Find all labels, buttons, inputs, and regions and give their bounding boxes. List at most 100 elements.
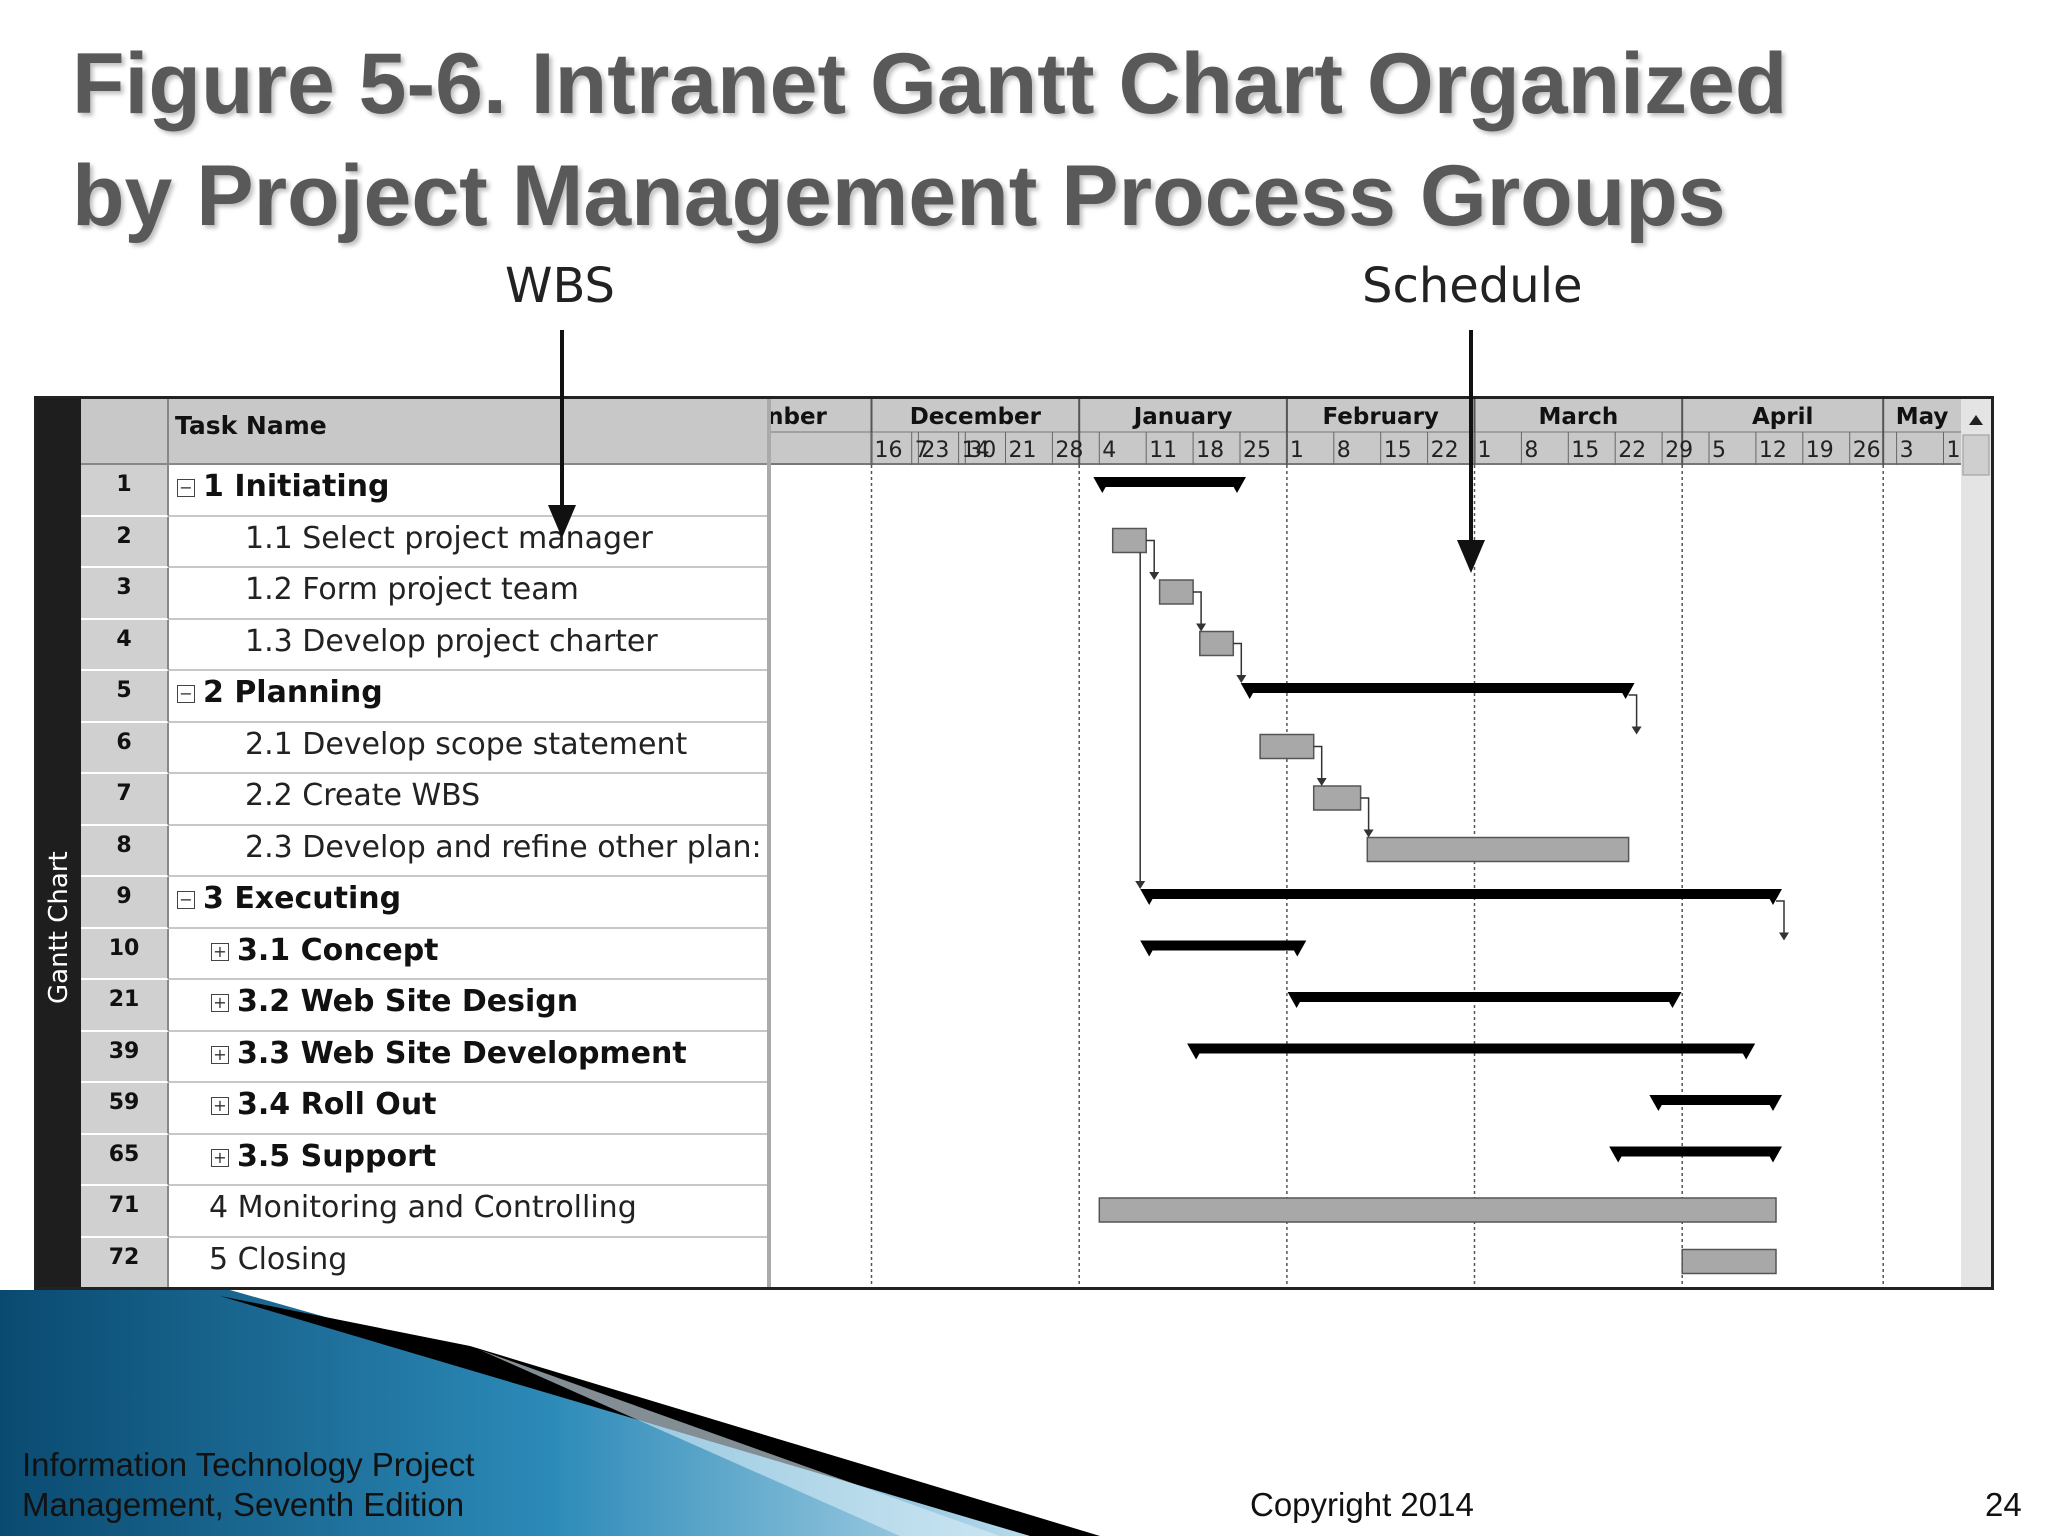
task-name[interactable]: −1 Initiating: [169, 465, 767, 517]
task-row[interactable]: 10+3.1 Concept: [81, 928, 767, 980]
task-name-label: 2 Planning: [203, 675, 383, 710]
dependency-line: [1776, 900, 1785, 939]
expand-icon[interactable]: +: [211, 994, 229, 1012]
task-name[interactable]: +3.4 Roll Out: [169, 1083, 767, 1135]
task-bar: [1098, 1197, 1777, 1223]
task-name[interactable]: 5 Closing: [169, 1238, 767, 1288]
dependency-arrowhead: [1631, 726, 1642, 735]
task-name-label: 2.2 Create WBS: [245, 778, 481, 813]
task-name[interactable]: 1.1 Select project manager: [169, 517, 767, 568]
summary-bar: [1293, 992, 1676, 1002]
week-tick-label: 29: [1665, 438, 1693, 463]
task-name[interactable]: +3.2 Web Site Design: [169, 980, 767, 1032]
summary-bar: [1146, 940, 1301, 951]
task-name-label: 3.5 Support: [237, 1138, 437, 1174]
summary-bar-end-cap: [1764, 889, 1782, 905]
week-tick-label: 11: [1149, 438, 1177, 463]
summary-bar: [1655, 1095, 1776, 1105]
vertical-scrollbar: [1961, 399, 1991, 1287]
callout-wbs: WBS: [505, 258, 616, 314]
task-row[interactable]: 1−1 Initiating: [81, 465, 767, 517]
summary-bar-start-cap: [1187, 1043, 1206, 1060]
task-row[interactable]: 21+3.2 Web Site Design: [81, 980, 767, 1032]
week-tick-label: 19: [1806, 438, 1834, 463]
task-name[interactable]: −2 Planning: [169, 671, 767, 723]
week-tick-label: 23: [921, 438, 949, 463]
task-row[interactable]: 65+3.5 Support: [81, 1134, 767, 1186]
week-tick-label: 18: [1196, 438, 1224, 463]
task-row[interactable]: 59+3.4 Roll Out: [81, 1083, 767, 1135]
dependency-line: [1360, 797, 1370, 836]
task-id: 7: [81, 774, 169, 826]
week-tick-label: 14: [962, 438, 990, 463]
task-name-label: 2.1 Develop scope statement: [245, 726, 688, 762]
scroll-up-icon: [1969, 415, 1983, 425]
task-id: 8: [81, 825, 169, 877]
dependency-arrowhead: [1196, 623, 1207, 632]
task-name[interactable]: +3.1 Concept: [169, 929, 767, 980]
view-bar[interactable]: Gantt Chart: [37, 399, 81, 1287]
task-name[interactable]: +3.3 Web Site Development: [169, 1032, 767, 1083]
week-tick-label: 16: [875, 438, 903, 463]
summary-bar: [1615, 1146, 1776, 1157]
summary-bar-end-cap: [1764, 1146, 1782, 1163]
task-name[interactable]: 2.3 Develop and refine other plan:: [169, 826, 767, 877]
dependency-arrowhead: [1149, 572, 1160, 580]
week-tick-label: 22: [1431, 438, 1459, 463]
task-id: 59: [81, 1083, 169, 1135]
footer-band: [0, 1290, 1100, 1536]
task-id: 65: [81, 1134, 169, 1186]
footer-book-line2: Management, Seventh Edition: [22, 1486, 465, 1523]
task-row[interactable]: 5−2 Planning: [81, 671, 767, 723]
week-tick-label: 8: [1524, 438, 1538, 463]
summary-bar-start-cap: [1140, 940, 1159, 957]
task-row[interactable]: 39+3.3 Web Site Development: [81, 1031, 767, 1083]
dependency-arrowhead: [1779, 932, 1789, 941]
collapse-icon[interactable]: −: [177, 685, 195, 703]
collapse-icon[interactable]: −: [177, 891, 195, 909]
task-row[interactable]: 9−3 Executing: [81, 877, 767, 929]
expand-icon[interactable]: +: [211, 1097, 229, 1115]
week-tick-label: 3: [1900, 438, 1914, 463]
task-name[interactable]: 1.3 Develop project charter: [169, 620, 767, 671]
task-name[interactable]: 1.2 Form project team: [169, 568, 767, 620]
summary-bar-start-cap: [1287, 992, 1306, 1008]
task-bar: [1681, 1248, 1777, 1275]
footer-book-title: Information Technology Project Managemen…: [22, 1445, 474, 1525]
summary-bar-start-cap: [1609, 1146, 1628, 1163]
slide-title-line1: Figure 5-6. Intranet Gantt Chart Organiz…: [72, 36, 1788, 132]
task-id: 4: [81, 619, 169, 671]
scrollbar-thumb: [1962, 434, 1990, 476]
expand-icon[interactable]: +: [211, 1045, 229, 1064]
expand-icon[interactable]: +: [211, 1148, 229, 1167]
task-id: 10: [81, 928, 169, 980]
task-row[interactable]: 7 2.2 Create WBS: [81, 774, 767, 826]
task-name[interactable]: +3.5 Support: [169, 1135, 767, 1186]
task-name[interactable]: 2.2 Create WBS: [169, 774, 767, 826]
expand-icon[interactable]: +: [211, 942, 229, 961]
task-name-label: 1.1 Select project manager: [245, 520, 653, 556]
task-name[interactable]: 4 Monitoring and Controlling: [169, 1186, 767, 1238]
task-name-column-header[interactable]: Task Name: [169, 399, 767, 465]
month-label: December: [910, 404, 1042, 430]
wbs-arrow-head: [548, 505, 576, 538]
summary-bar: [1099, 477, 1240, 487]
task-name-label: 1 Initiating: [203, 469, 390, 504]
collapse-icon[interactable]: −: [177, 479, 195, 497]
week-tick-label: 4: [1102, 438, 1116, 463]
month-label: May: [1896, 404, 1949, 430]
week-tick-label: 30: [968, 438, 996, 463]
slide-title: Figure 5-6. Intranet Gantt Chart Organiz…: [72, 28, 1972, 252]
task-name[interactable]: −3 Executing: [169, 877, 767, 929]
task-name[interactable]: 2.1 Develop scope statement: [169, 723, 767, 774]
id-column-header[interactable]: [81, 399, 169, 465]
task-name-label: 3 Executing: [203, 881, 402, 916]
